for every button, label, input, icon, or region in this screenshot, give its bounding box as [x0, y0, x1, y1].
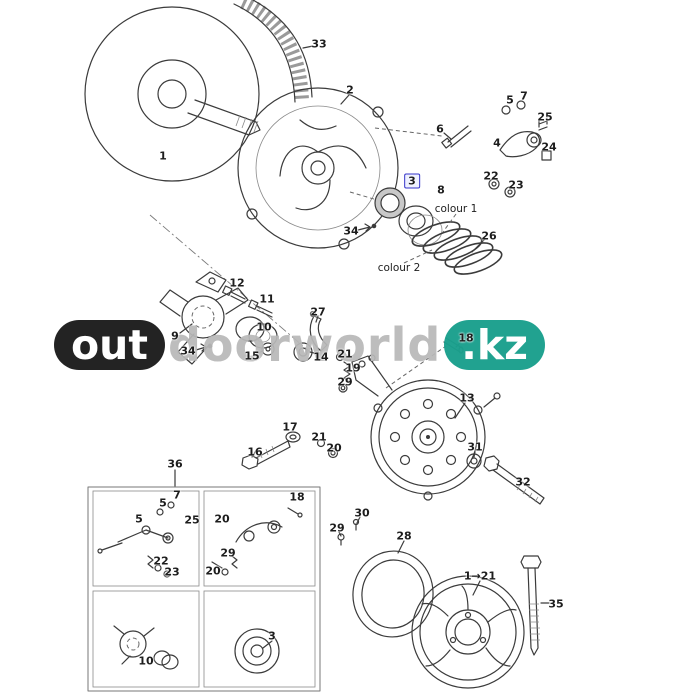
washer-17-bolt-16	[241, 431, 301, 470]
cover-13	[351, 354, 501, 501]
centerline-spider	[149, 214, 311, 353]
pointer-34-upper	[357, 223, 377, 232]
linkage-cluster	[441, 100, 552, 198]
rivets-29-30	[337, 516, 361, 546]
lever-27	[309, 310, 328, 352]
stack-21-19-29	[335, 352, 351, 393]
ring-28	[352, 540, 434, 638]
leader-lines	[179, 45, 319, 355]
bolt-35	[520, 555, 550, 656]
housing-2	[237, 87, 443, 250]
bushing-10	[235, 316, 278, 349]
clutch-assembled	[411, 575, 525, 689]
washers-8	[398, 205, 443, 246]
belt-33	[233, 0, 313, 103]
bolts-11-12	[221, 285, 273, 318]
rollers-14-15	[261, 342, 313, 362]
inset-36	[87, 469, 321, 692]
bolt-32	[483, 455, 545, 505]
ring-3	[374, 187, 406, 219]
spider-9	[159, 271, 249, 365]
ring-31	[466, 451, 482, 469]
sheave-1	[84, 6, 261, 182]
rings-20-21	[316, 438, 339, 459]
spring-26	[403, 213, 503, 275]
